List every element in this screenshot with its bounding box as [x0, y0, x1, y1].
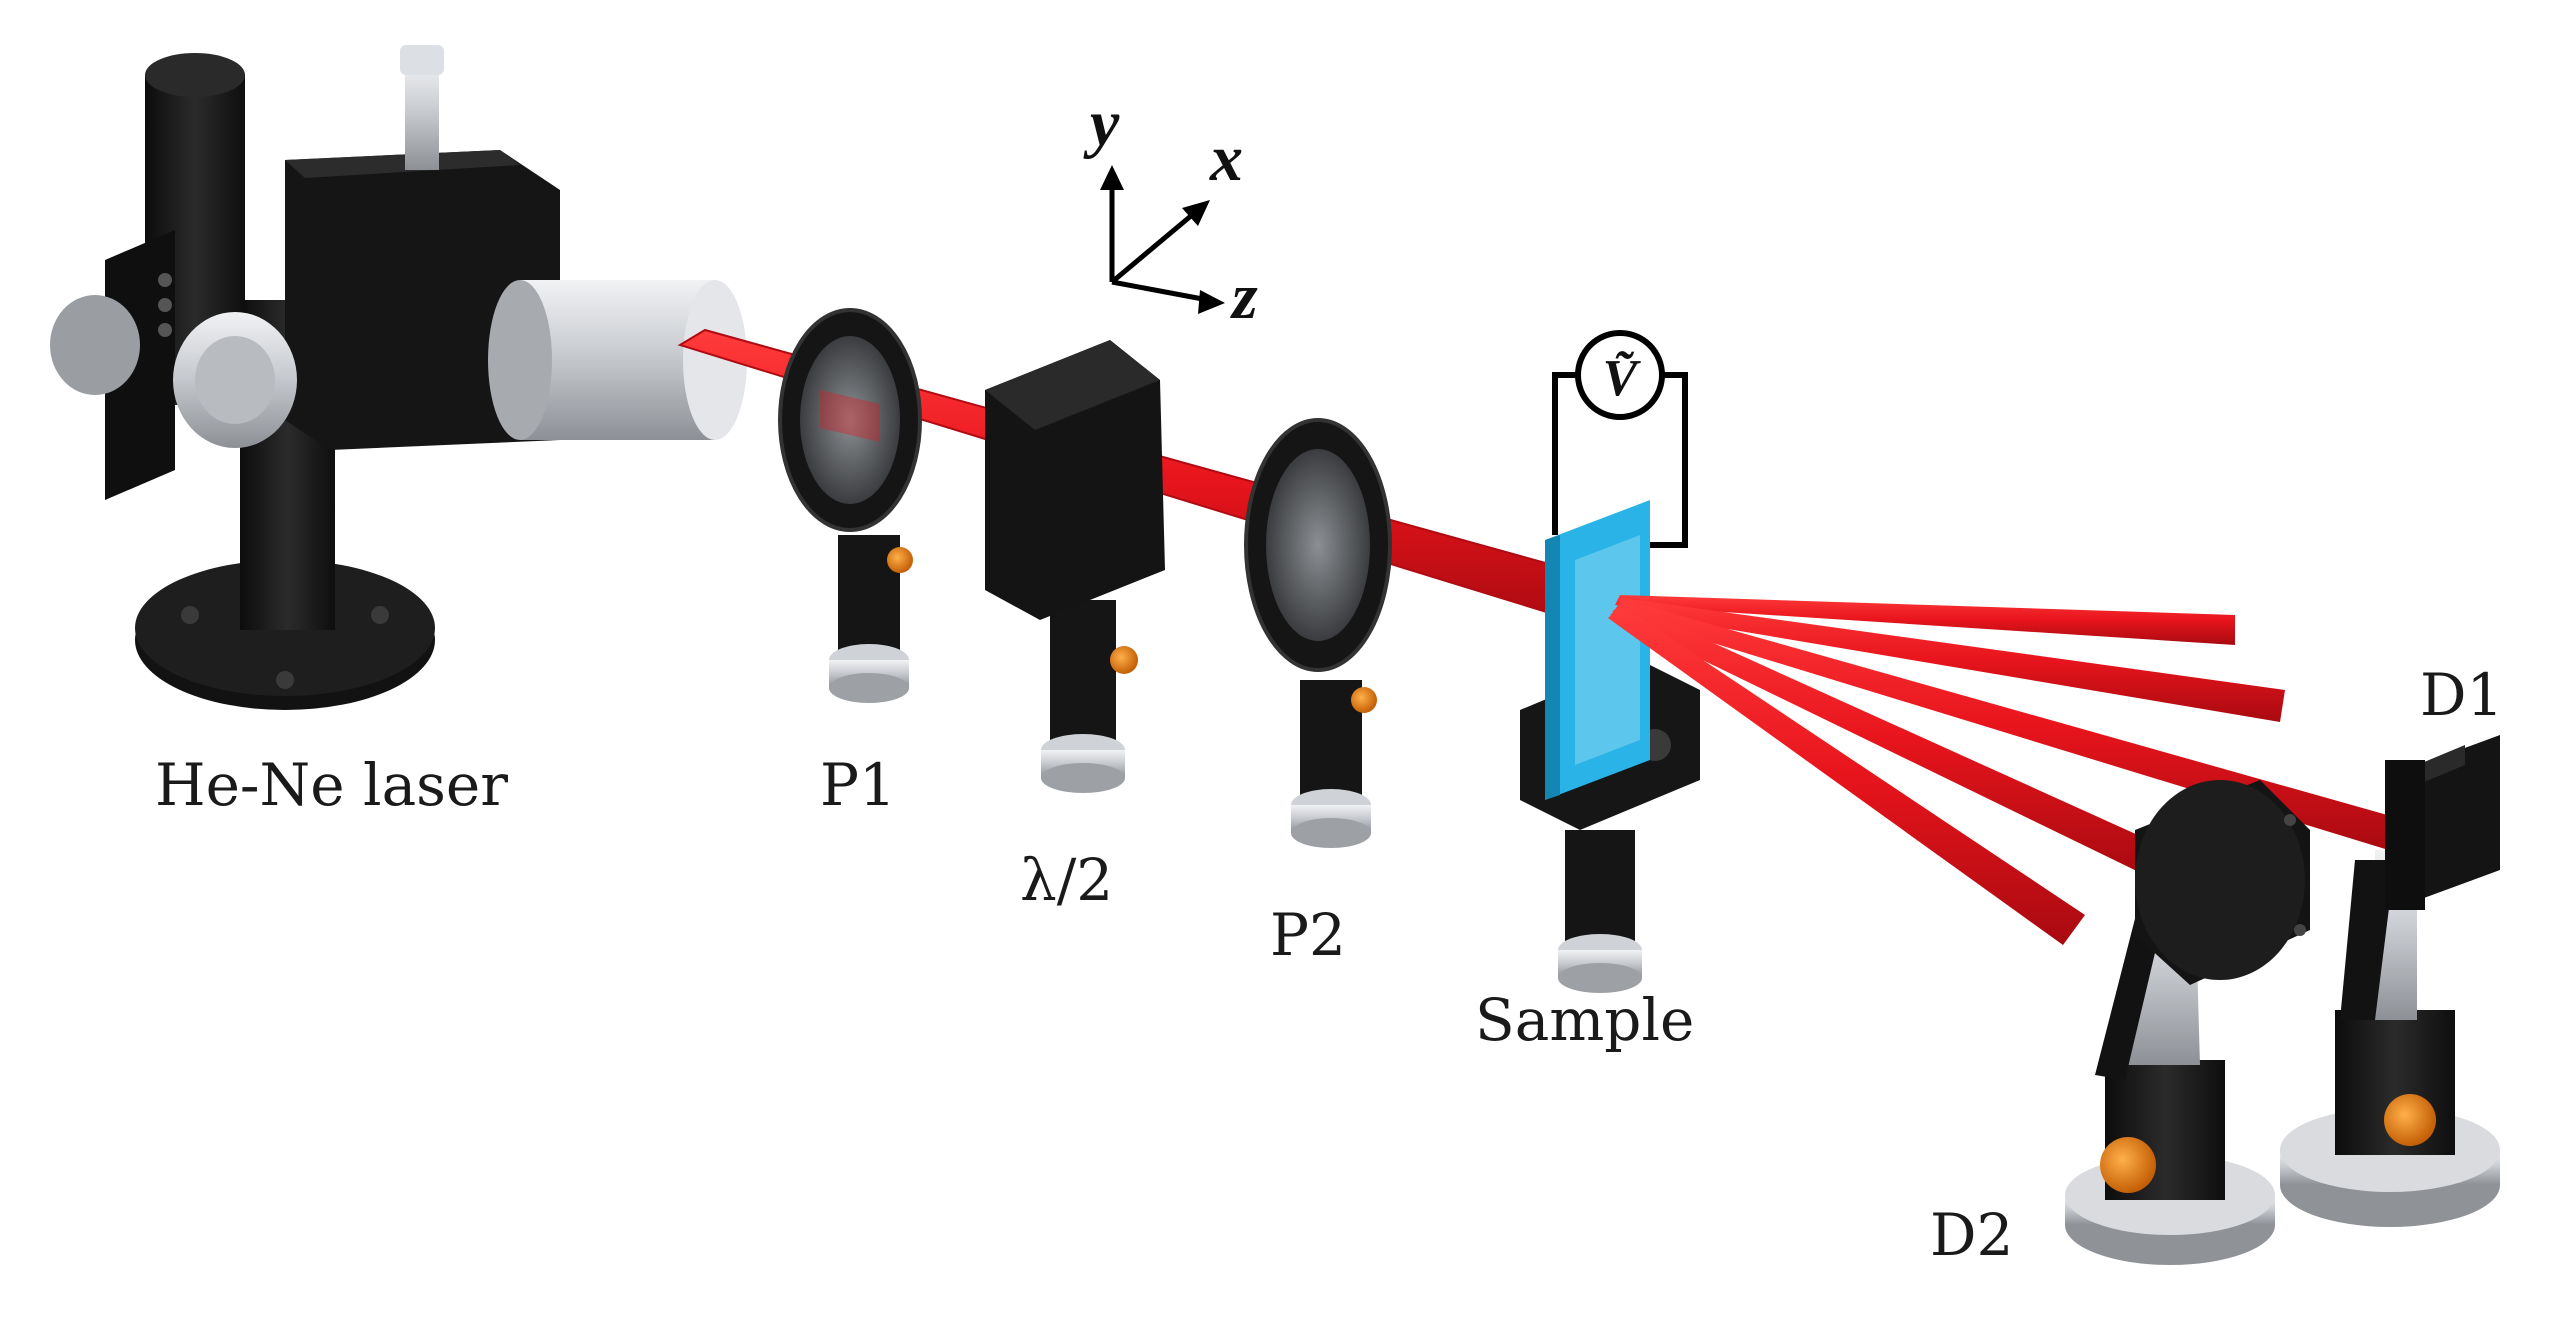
polarizer-p1 — [778, 308, 922, 703]
label-p1: P1 — [820, 751, 896, 819]
polarizer-p2 — [1244, 418, 1392, 848]
detector-d2 — [2065, 780, 2310, 1265]
axis-x-label: x — [1209, 122, 1243, 195]
detector-d1 — [2280, 735, 2500, 1227]
label-half-wave-plate: λ/2 — [1020, 846, 1113, 914]
axis-y-label: y — [1083, 87, 1120, 160]
label-sample: Sample — [1475, 986, 1694, 1054]
sample-slide — [1545, 500, 1650, 800]
label-d2: D2 — [1930, 1201, 2013, 1269]
voltage-circuit: Ṽ — [1552, 330, 1688, 548]
coordinate-axes: y x z — [1083, 87, 1258, 333]
axis-z-label: z — [1230, 260, 1258, 333]
half-wave-plate — [985, 340, 1165, 793]
voltage-symbol: Ṽ — [1603, 350, 1642, 407]
label-d1: D1 — [2420, 661, 2503, 729]
he-ne-laser — [50, 45, 747, 710]
voltmeter-icon — [1575, 330, 1665, 420]
label-p2: P2 — [1270, 901, 1346, 969]
label-he-ne-laser: He-Ne laser — [155, 751, 508, 819]
